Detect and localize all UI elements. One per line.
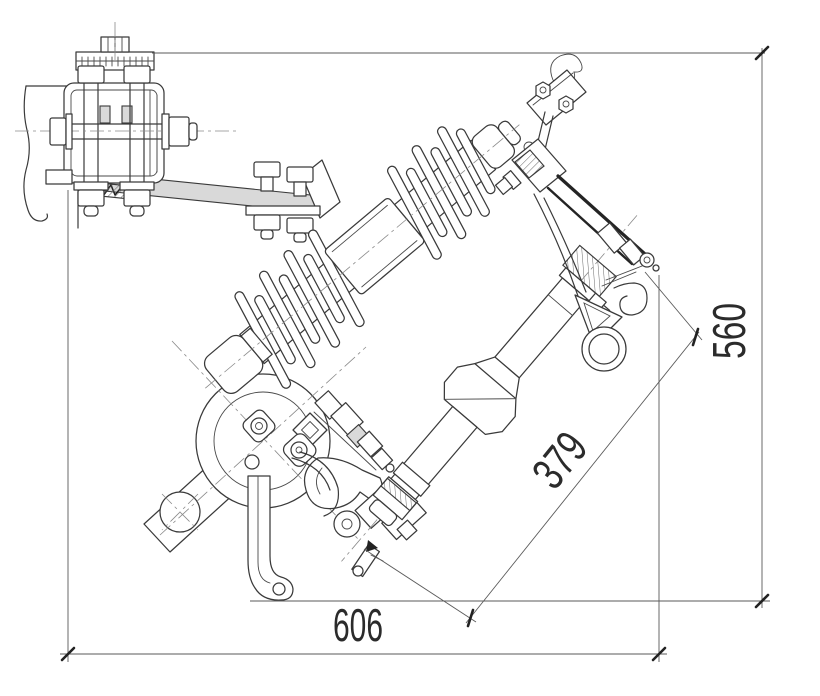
tube-lower-section xyxy=(390,405,478,501)
fuse-tube xyxy=(341,215,638,562)
mounting-clamp xyxy=(15,22,321,243)
clamp-bottom-plate xyxy=(45,169,73,185)
arm-bolt-2 xyxy=(286,166,314,243)
clamp-stem xyxy=(100,22,130,60)
lift-hook xyxy=(613,282,648,316)
upper-terminal-assembly xyxy=(494,53,660,297)
lower-terminal-rod xyxy=(247,475,294,601)
contact-tip-cluster xyxy=(596,222,660,272)
dimension-606: 606 xyxy=(60,190,667,662)
dimension-560-label: 560 xyxy=(703,303,755,359)
insulator xyxy=(203,120,521,394)
lower-hinge-assembly xyxy=(242,390,427,578)
arm-bolt-1 xyxy=(245,161,321,240)
terminal-pad xyxy=(526,69,587,126)
contact-support-arm xyxy=(533,193,587,297)
u-bolt-right xyxy=(119,65,155,217)
dimension-379-label: 379 xyxy=(522,422,598,498)
u-bolt-left xyxy=(73,65,109,217)
terminal-bolt-1 xyxy=(535,81,551,100)
hinge-bolt-stack xyxy=(313,390,395,473)
dimension-560: 560 xyxy=(152,45,770,609)
dimension-606-label: 606 xyxy=(333,599,383,651)
through-bolt xyxy=(15,113,238,150)
tube-upper-section xyxy=(494,277,588,379)
fuse-pull-ring xyxy=(574,282,648,372)
terminal-bolt-2 xyxy=(558,95,574,114)
